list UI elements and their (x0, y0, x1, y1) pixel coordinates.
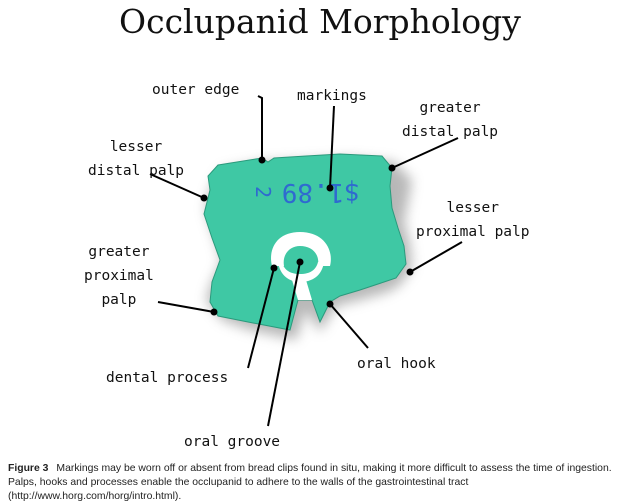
label-lesser-proximal-palp: lesser proximal palp (416, 200, 530, 240)
oral-slot (292, 280, 312, 300)
leader-dot-greater-proximal-palp (210, 308, 218, 316)
label-oral-groove: oral groove (184, 434, 281, 450)
leader-line-lesser-proximal-palp (409, 241, 463, 273)
leader-dot-oral-hook (326, 300, 334, 308)
leader-line-lesser-distal-palp (149, 173, 205, 199)
label-outer-edge: outer edge (152, 82, 240, 98)
leader-line-dental-process (247, 267, 275, 369)
label-dental-process: dental process (106, 370, 229, 386)
leader-line-outer-edge (257, 95, 263, 160)
leader-dot-greater-distal-palp (388, 164, 396, 172)
leader-dot-markings (326, 184, 334, 192)
oral-aperture (271, 232, 331, 266)
diagram-title: Occlupanid Morphology (119, 2, 521, 41)
leader-dot-outer-edge (258, 156, 266, 164)
caption-text: Markings may be worn off or absent from … (8, 463, 612, 502)
marking-price: $1.89 (282, 177, 360, 207)
label-lesser-distal-palp: lesser distal palp (88, 139, 185, 179)
leader-dot-dental-process (270, 264, 278, 272)
leader-dot-lesser-proximal-palp (406, 268, 414, 276)
leader-dot-oral-groove (296, 258, 304, 266)
label-oral-hook: oral hook (357, 356, 436, 372)
leader-line-greater-distal-palp (391, 137, 459, 169)
leader-line-oral-groove (267, 261, 301, 427)
leader-line-markings (329, 105, 335, 189)
figure-number: Figure 3 (8, 463, 49, 474)
diagram: Occlupanid Morphology $1.89 2 outer edge… (84, 2, 530, 450)
leader-line-oral-hook (329, 303, 369, 349)
leader-dot-lesser-distal-palp (200, 194, 208, 202)
marking-small: 2 (251, 186, 275, 198)
leader-line-greater-proximal-palp (157, 301, 215, 313)
label-greater-distal-palp: greater distal palp (402, 100, 499, 140)
oral-aperture-inner (278, 262, 324, 282)
clip-illustration: $1.89 2 (149, 95, 463, 427)
label-markings: markings (297, 88, 367, 104)
label-greater-proximal-palp: greater proximal palp (84, 244, 154, 308)
